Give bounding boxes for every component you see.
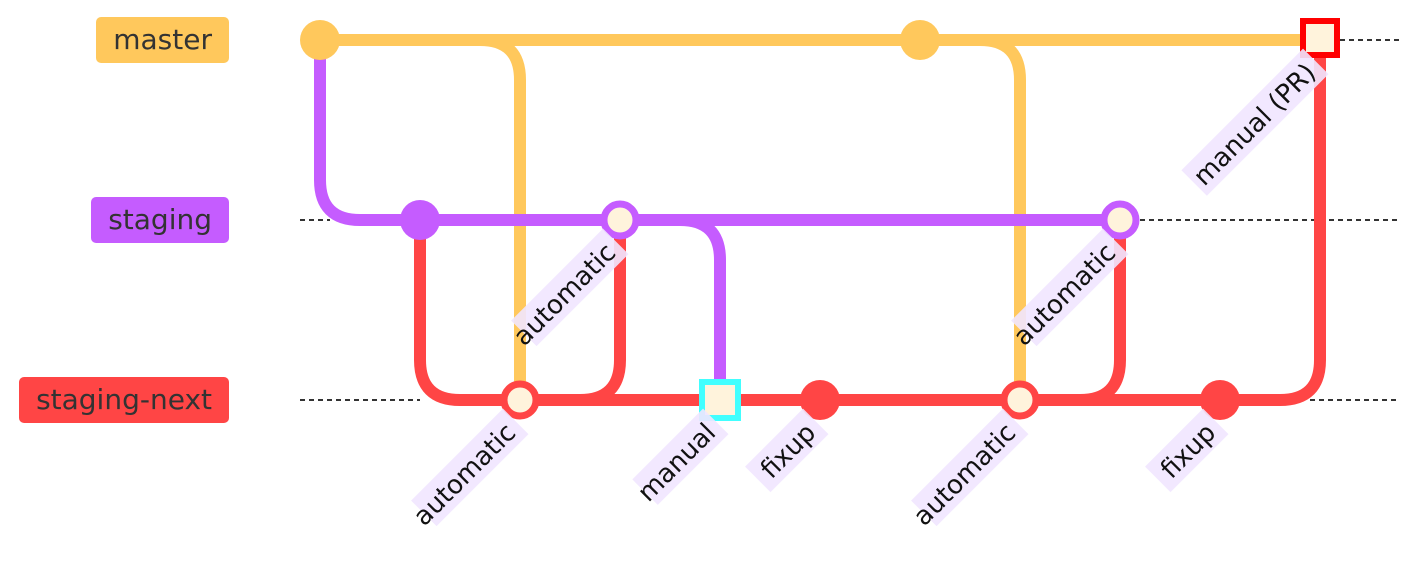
- tag-manual-merge-text: manual: [632, 418, 722, 508]
- branch-label-master-text: master: [113, 23, 212, 56]
- master-commit-2: [900, 20, 940, 60]
- tag-merge-2-next-text: automatic: [908, 418, 1022, 532]
- master-commit-1: [300, 20, 340, 60]
- branch-lines: [314, 34, 1326, 406]
- staging-next-manual-commit: [699, 379, 741, 421]
- branch-label-master: master: [96, 17, 229, 63]
- staging-branch-line: [314, 34, 1126, 226]
- master-pr-merge-commit: [1300, 18, 1340, 58]
- tag-merge-1-next: automatic: [408, 408, 529, 532]
- staging-to-next-line-2: [1074, 214, 1126, 406]
- tag-fixup-1: fixup: [745, 408, 829, 493]
- tag-fixup-2: fixup: [1145, 408, 1229, 493]
- branch-label-staging: staging: [91, 197, 229, 243]
- branch-label-staging-text: staging: [108, 203, 212, 236]
- staging-to-next-line-1: [574, 214, 626, 406]
- tag-manual-merge: manual: [632, 408, 729, 508]
- branch-label-staging-next: staging-next: [19, 377, 229, 423]
- lane-guides: [300, 39, 1400, 401]
- commit-tags: automatic automatic manual fixup automat…: [408, 48, 1329, 532]
- staging-commit-1: [400, 200, 440, 240]
- commit-nodes: [300, 18, 1340, 421]
- tag-merge-1-next-text: automatic: [408, 418, 522, 532]
- staging-next-fixup-commit-1: [800, 380, 840, 420]
- branch-label-staging-next-text: staging-next: [36, 383, 212, 416]
- staging-next-branch-line: [414, 34, 1326, 406]
- staging-next-merge-commit-2: [1000, 380, 1040, 420]
- tag-pr-merge-text: manual (PR): [1188, 58, 1322, 192]
- staging-merge-commit-1: [600, 200, 640, 240]
- staging-next-fixup-commit-2: [1200, 380, 1240, 420]
- staging-manual-merge-line: [674, 214, 726, 406]
- staging-merge-commit-2: [1100, 200, 1140, 240]
- tag-merge-2-next: automatic: [908, 408, 1029, 532]
- tag-pr-merge: manual (PR): [1181, 48, 1329, 196]
- staging-next-merge-commit-1: [500, 380, 540, 420]
